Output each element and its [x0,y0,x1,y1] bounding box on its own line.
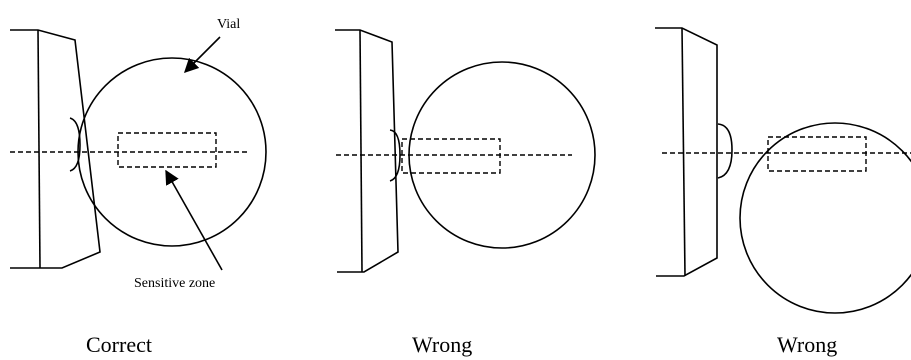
caption-wrong-2: Wrong [777,332,837,357]
panel-wrong-shifted: Wrong [335,29,596,357]
panel-correct: Vial Sensitive zone Correct [10,17,267,357]
panel-wrong-lowered: Wrong [655,27,911,357]
sensitive-zone-box [401,138,501,174]
vial-circle [739,122,911,314]
zone-pointer-arrow [165,169,223,271]
sensor-wall [655,27,718,277]
vial-pointer-arrow [183,36,221,74]
sensor-wall [10,29,101,269]
sensitive-zone-box [767,136,867,172]
sensitive-zone-label: Sensitive zone [134,276,215,291]
sensor-bracket [717,123,733,179]
caption-wrong-1: Wrong [412,332,472,357]
vial-circle [408,61,596,249]
vial-label: Vial [217,17,240,32]
vial-circle [77,57,267,247]
caption-correct: Correct [86,332,152,357]
sensitive-zone-box [117,132,217,168]
sensor-bracket [69,117,81,172]
sensor-wall [335,29,399,273]
